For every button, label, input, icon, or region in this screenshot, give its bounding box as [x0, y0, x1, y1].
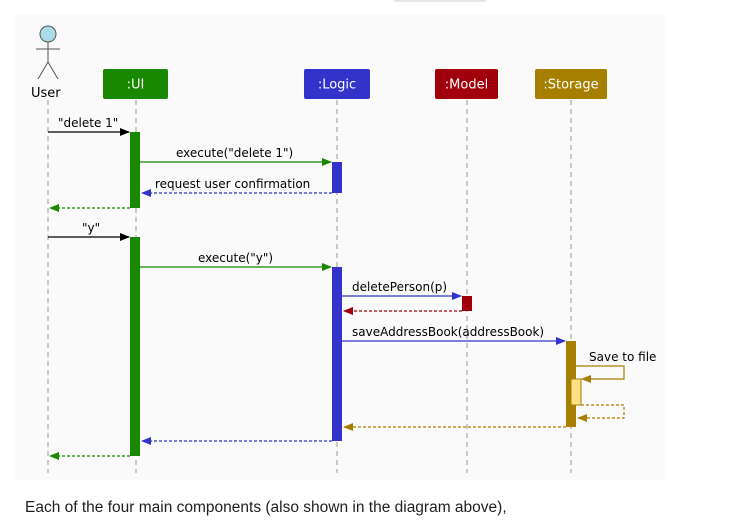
ui-activation-2: [130, 237, 140, 456]
msg-save-address-book: saveAddressBook(addressBook): [352, 325, 544, 339]
user-actor: User: [31, 25, 61, 101]
participant-logic-label: :Logic: [318, 78, 356, 93]
msg-confirm-request: request user confirmation: [155, 177, 310, 191]
arrow-save-to-file: [576, 365, 625, 383]
participant-model: :Model: [435, 69, 498, 99]
participant-ui-label: :UI: [127, 78, 145, 93]
ui-activation-1: [130, 132, 140, 208]
tab-remnant: [394, 0, 486, 2]
msg-delete-person: deletePerson(p): [352, 280, 447, 294]
msg-save-to-file: Save to file: [589, 350, 656, 364]
participant-ui: :UI: [103, 69, 168, 99]
storage-self-activation: [570, 378, 582, 406]
msg-yes-input: "y": [82, 221, 100, 235]
logic-activation-2: [332, 267, 342, 441]
arrow-save-to-file-return: [577, 404, 625, 422]
actor-head: [39, 25, 57, 43]
actor-label: User: [31, 86, 61, 101]
participant-model-label: :Model: [445, 78, 488, 93]
msg-execute-delete: execute("delete 1"): [176, 146, 293, 160]
caption-text: Each of the four main components (also s…: [25, 499, 507, 516]
model-activation: [462, 296, 472, 311]
msg-execute-y: execute("y"): [198, 251, 273, 265]
logic-activation-1: [332, 162, 342, 193]
participant-storage-label: :Storage: [543, 78, 598, 93]
msg-delete-cmd: "delete 1": [58, 116, 118, 130]
participant-storage: :Storage: [535, 69, 607, 99]
participant-logic: :Logic: [304, 69, 370, 99]
